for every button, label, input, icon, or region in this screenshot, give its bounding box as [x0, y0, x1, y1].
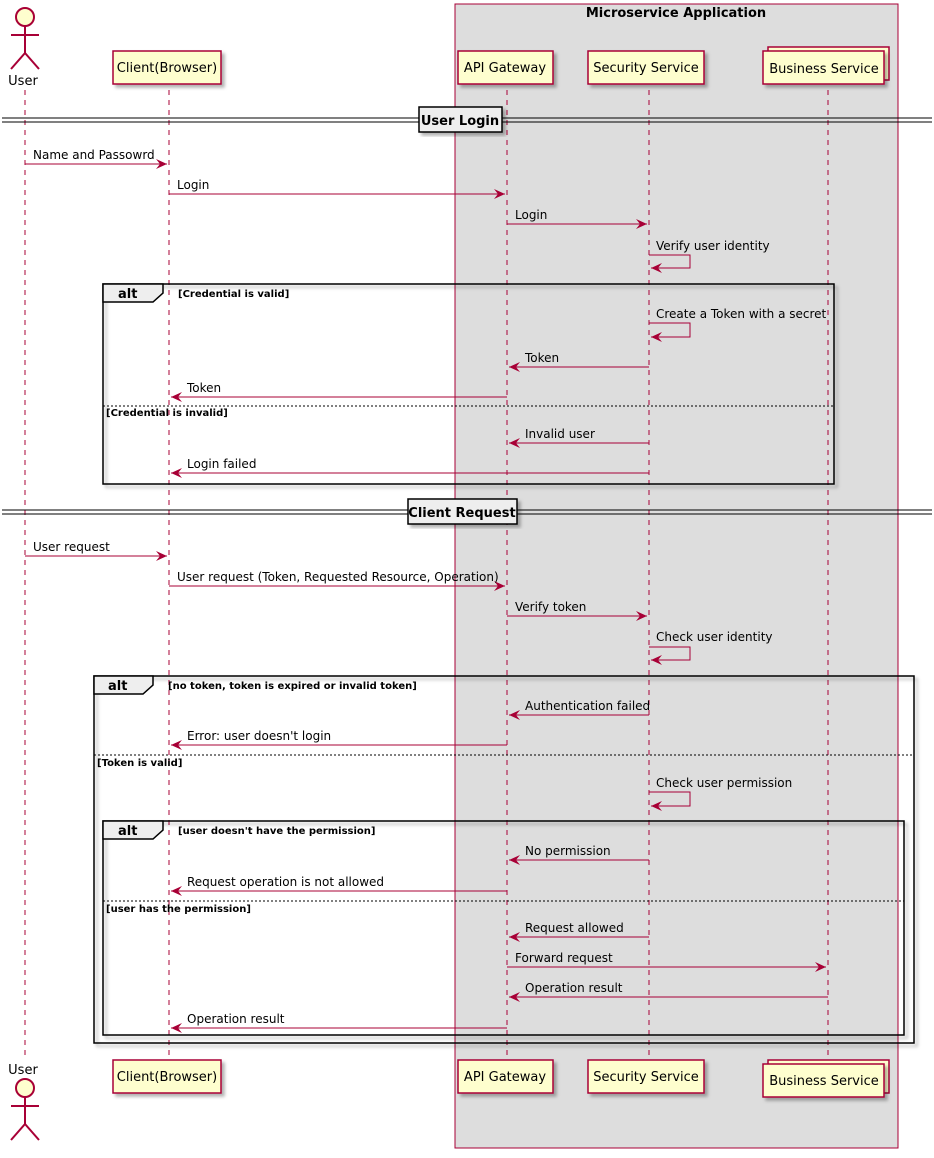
participant-client-bottom[interactable]: Client(Browser) [112, 1059, 222, 1094]
message-label: Verify user identity [656, 239, 770, 253]
message-label: Check user permission [656, 776, 792, 790]
participant-label: Client(Browser) [117, 1070, 217, 1085]
participant-label: Security Service [593, 1070, 699, 1085]
message-label: Token [524, 351, 559, 365]
fragment-condition: [no token, token is expired or invalid t… [168, 681, 417, 692]
divider-label: User Login [421, 114, 499, 129]
participant-security-bottom[interactable]: Security Service [587, 1059, 705, 1094]
message-arrow [649, 322, 691, 342]
fragment-keyword: alt [118, 287, 137, 302]
participant-label: Client(Browser) [117, 61, 217, 76]
participant-label: User [8, 1063, 38, 1078]
message-label: Login [515, 208, 547, 222]
message-label: Request allowed [525, 921, 624, 935]
actor-user-top[interactable]: User [8, 7, 40, 89]
message-arrow [649, 791, 691, 811]
group-microservice-application: Microservice Application [454, 3, 899, 1149]
fragment-else-condition: [user has the permission] [106, 904, 251, 915]
message-label: User request [33, 540, 110, 554]
message-label: Authentication failed [525, 699, 650, 713]
fragment-condition: [user doesn't have the permission] [178, 826, 375, 837]
fragment-keyword: alt [108, 679, 127, 694]
actor-user-icon [10, 7, 40, 70]
message-label: Request operation is not allowed [187, 875, 384, 889]
message-label: User request (Token, Requested Resource,… [177, 570, 499, 584]
message-label: Invalid user [525, 427, 595, 441]
message-label: No permission [525, 844, 611, 858]
fragment-alt-credential: alt [Credential is valid] [Credential is… [102, 283, 835, 485]
participants-bottom: User Client(Browser) API Gateway Securit… [8, 1059, 890, 1141]
fragment-condition: [Credential is valid] [178, 289, 289, 300]
participant-gateway-bottom[interactable]: API Gateway [457, 1059, 554, 1094]
participant-gateway-top[interactable]: API Gateway [457, 50, 554, 85]
participant-label: API Gateway [464, 61, 546, 76]
fragment-keyword: alt [118, 824, 137, 839]
message-label: Error: user doesn't login [187, 729, 331, 743]
divider-label: Client Request [408, 506, 515, 521]
divider-client-request: Client Request [2, 498, 932, 525]
fragment-alt-token: alt [no token, token is expired or inval… [93, 675, 915, 1044]
participant-label: Business Service [769, 62, 879, 77]
message-label: Name and Passowrd [33, 148, 155, 162]
message-arrow [649, 254, 691, 273]
participant-security-top[interactable]: Security Service [587, 50, 705, 85]
message-label: Login [177, 178, 209, 192]
divider-user-login: User Login [2, 106, 932, 133]
message-label: Login failed [187, 457, 256, 471]
participant-label: User [8, 74, 38, 89]
participant-label: Business Service [769, 1074, 879, 1089]
message-arrow [649, 646, 691, 665]
participant-business-bottom[interactable]: Business Service [762, 1059, 890, 1098]
fragment-alt-permission: alt [user doesn't have the permission] [… [102, 820, 905, 1036]
participant-business-top[interactable]: Business Service [762, 46, 890, 85]
message-label: Token [186, 381, 221, 395]
message-label: Operation result [187, 1012, 285, 1026]
group-box [454, 3, 899, 1149]
message-label: Operation result [525, 981, 623, 995]
fragment-else-condition: [Token is valid] [97, 758, 182, 769]
actor-user-icon [10, 1078, 40, 1141]
message-label: Forward request [515, 951, 613, 965]
participant-client-top[interactable]: Client(Browser) [112, 50, 222, 85]
participant-label: API Gateway [464, 1070, 546, 1085]
fragment-else-condition: [Credential is invalid] [106, 408, 228, 419]
messages: Name and Passowrd Login Login Verify use… [25, 148, 828, 1033]
participants-top: User Client(Browser) API Gateway Securit… [8, 7, 890, 89]
lifelines [24, 90, 829, 1060]
actor-user-bottom[interactable]: User [8, 1063, 40, 1141]
message-label: Verify token [515, 600, 586, 614]
participant-label: Security Service [593, 61, 699, 76]
message-label: Create a Token with a secret [656, 307, 827, 321]
message-label: Check user identity [656, 630, 773, 644]
group-title: Microservice Application [586, 6, 766, 21]
